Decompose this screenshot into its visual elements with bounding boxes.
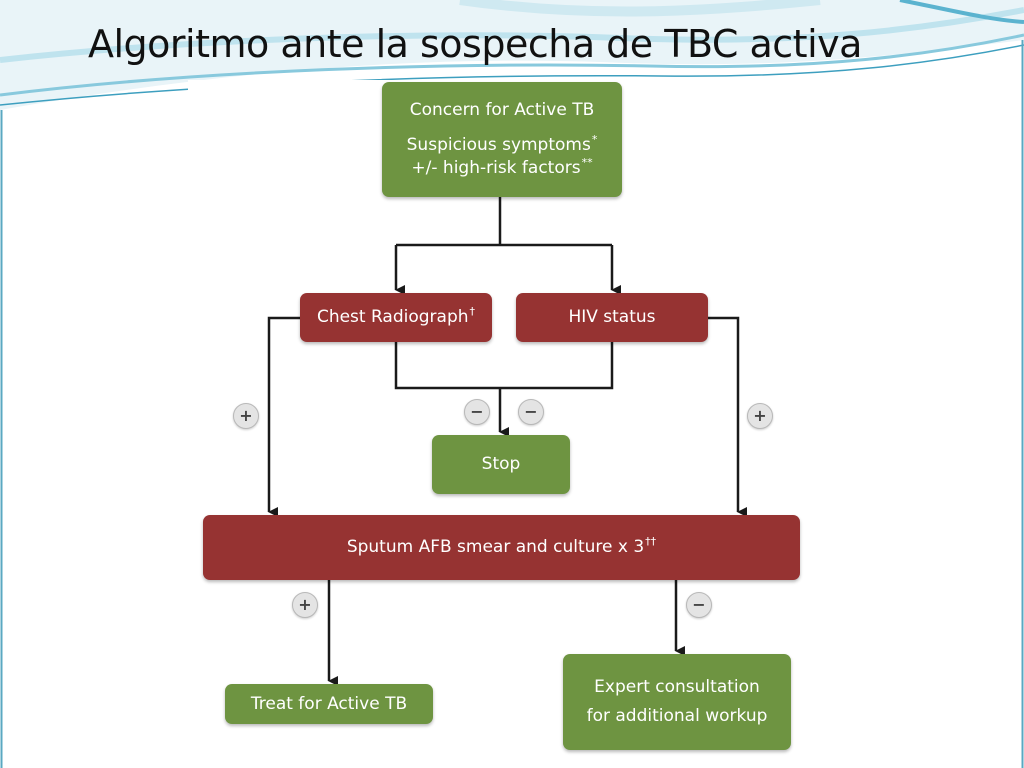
node-treat-active-tb: Treat for Active TB: [225, 684, 433, 724]
sputum-label: Sputum AFB smear and culture x 3: [346, 537, 645, 558]
slide-title: Algoritmo ante la sospecha de TBC activa: [88, 22, 862, 66]
stop-label: Stop: [481, 454, 521, 475]
chest-radiograph-mark: †: [469, 305, 476, 319]
concern-symptoms: Suspicious symptoms*: [406, 133, 598, 156]
chest-radiograph-label: Chest Radiograph: [316, 307, 469, 328]
sputum-negative-sign: −: [686, 592, 712, 618]
expert-line-1: Expert consultation: [594, 677, 760, 698]
edge-hiv-positive: [708, 316, 747, 517]
concern-title: Concern for Active TB: [409, 100, 595, 121]
hiv-positive-sign: +: [747, 403, 773, 429]
node-expert-consultation: Expert consultation for additional worku…: [563, 654, 791, 750]
node-chest-radiograph: Chest Radiograph†: [300, 293, 492, 342]
node-concern-active-tb: Concern for Active TB Suspicious symptom…: [382, 82, 622, 197]
chest-negative-sign: −: [464, 399, 490, 425]
sputum-positive-sign: +: [292, 592, 318, 618]
sputum-mark: ††: [645, 535, 657, 549]
chest-positive-sign: +: [233, 403, 259, 429]
hiv-status-label: HIV status: [568, 307, 656, 328]
hiv-negative-sign: −: [518, 399, 544, 425]
edge-chest-down: [394, 342, 614, 390]
concern-risk-factors: +/- high-risk factors**: [411, 155, 593, 178]
node-sputum-afb: Sputum AFB smear and culture x 3††: [203, 515, 800, 580]
treat-label: Treat for Active TB: [250, 693, 408, 714]
node-stop: Stop: [432, 435, 570, 494]
node-hiv-status: HIV status: [516, 293, 708, 342]
expert-line-2: for additional workup: [586, 706, 768, 726]
edge-chest-positive: [267, 316, 300, 517]
